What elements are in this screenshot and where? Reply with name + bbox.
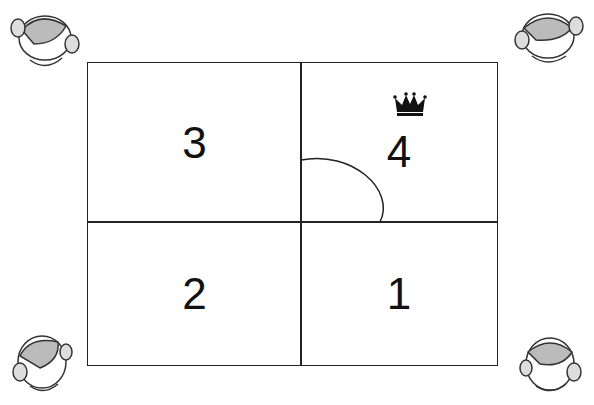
semicircle-arc xyxy=(301,158,383,222)
grid-cell: 4 xyxy=(300,62,498,223)
grid-cell: 2 xyxy=(87,221,302,366)
grid-cell: 3 xyxy=(87,62,302,223)
cartoon-figure xyxy=(11,16,79,66)
cartoon-figure xyxy=(515,14,583,62)
crown-symbol xyxy=(393,92,427,116)
cartoon-figure xyxy=(520,338,581,391)
cell-number: 1 xyxy=(387,272,411,316)
cell-number: 2 xyxy=(182,272,206,316)
cell-number: 3 xyxy=(182,121,206,165)
grid-cell: 1 xyxy=(300,221,498,366)
cell-number: 4 xyxy=(387,130,411,174)
cartoon-figure xyxy=(13,336,72,391)
